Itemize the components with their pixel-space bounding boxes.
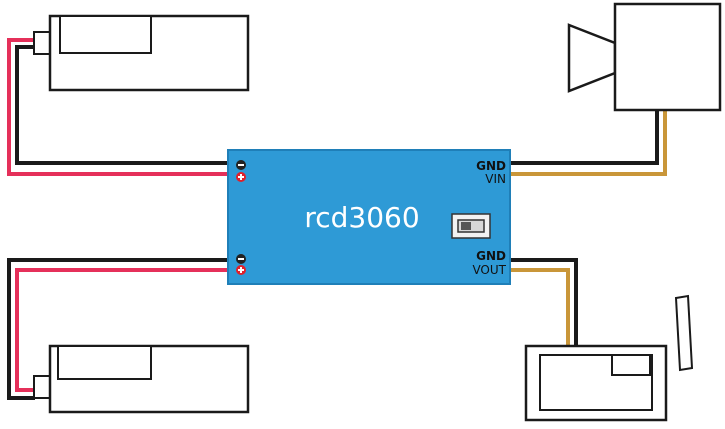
wire-transmitter-ground bbox=[510, 258, 578, 348]
rcd3060-module: rcd3060 GND VIN GND VOUT bbox=[227, 149, 511, 285]
input-gnd-label: GND bbox=[476, 159, 506, 173]
switch-icon[interactable] bbox=[451, 213, 491, 239]
minus-sign bbox=[238, 258, 244, 260]
wire-top-battery-negative bbox=[15, 45, 228, 165]
wire-transmitter-power bbox=[510, 268, 570, 348]
camera-icon bbox=[567, 2, 722, 112]
wires bbox=[7, 38, 667, 400]
input-vin-label: VIN bbox=[485, 172, 506, 186]
output-vout-label: VOUT bbox=[472, 263, 506, 277]
wire-camera-ground bbox=[510, 110, 659, 165]
battery-icon bbox=[33, 344, 250, 414]
transmitter-icon bbox=[524, 294, 694, 422]
minus-sign bbox=[238, 164, 244, 166]
wire-top-battery-positive bbox=[7, 38, 228, 176]
module-name: rcd3060 bbox=[304, 201, 419, 234]
wire-camera-power bbox=[510, 110, 667, 176]
plus-sign-v bbox=[240, 174, 242, 180]
wire-bottom-battery-positive bbox=[15, 268, 228, 392]
wire-bottom-battery-negative bbox=[7, 258, 228, 400]
output-gnd-label: GND bbox=[476, 249, 506, 263]
plus-sign-v bbox=[240, 267, 242, 273]
battery-icon bbox=[33, 14, 250, 92]
